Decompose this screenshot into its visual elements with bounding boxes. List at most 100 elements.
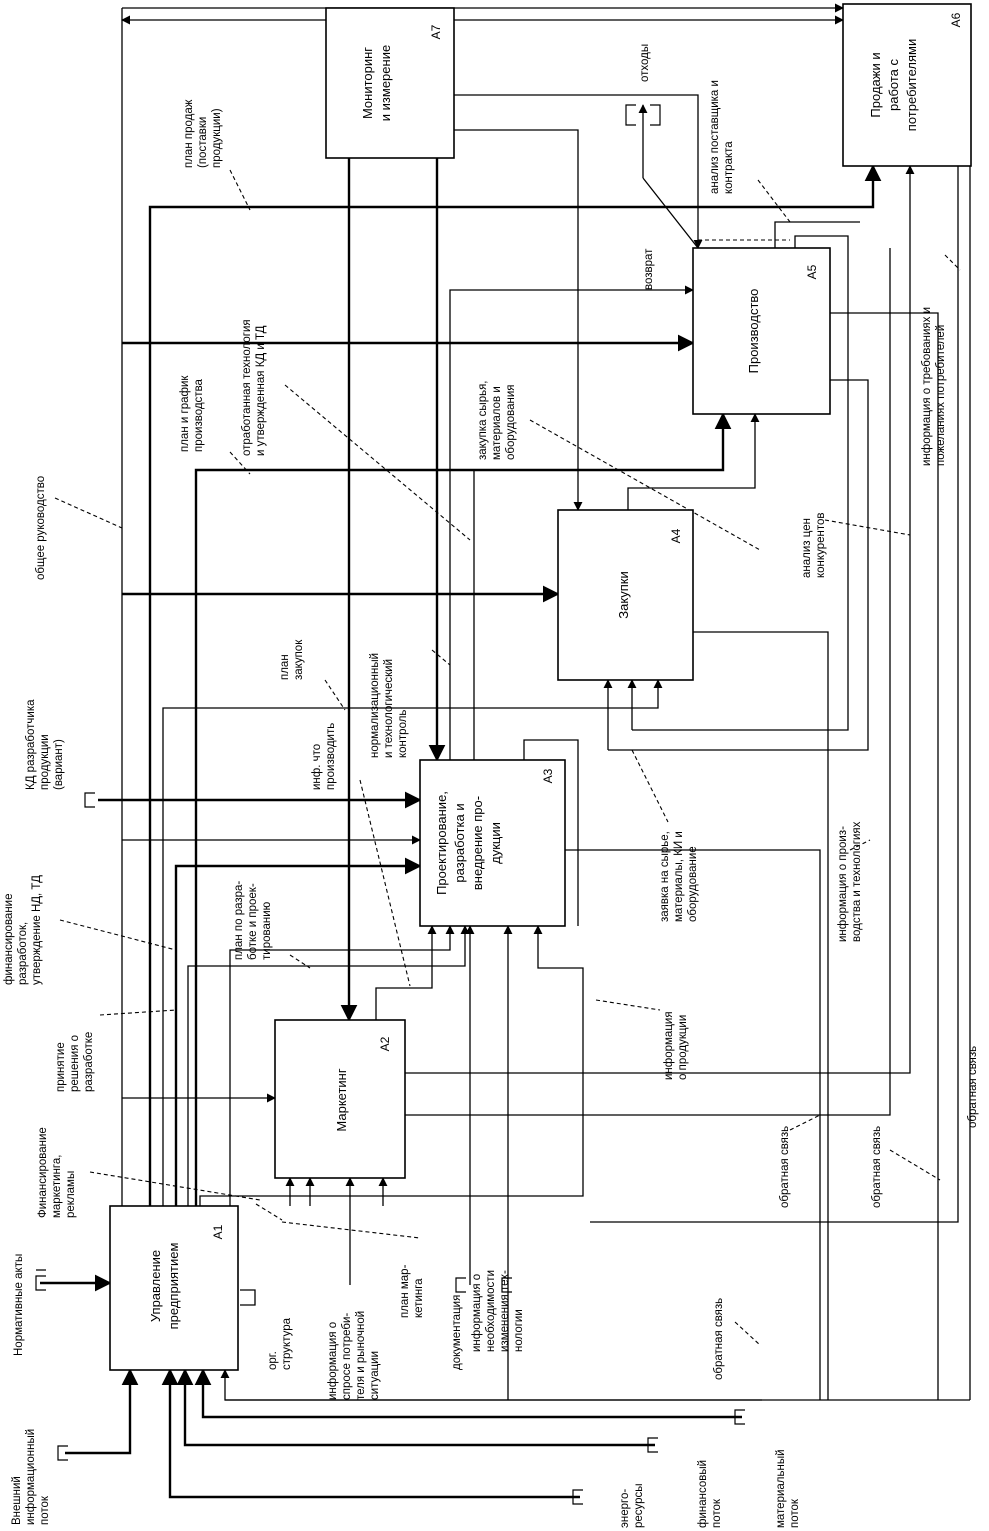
svg-text:орг.: орг. [267, 1351, 279, 1370]
svg-text:тированию: тированию [261, 901, 273, 960]
label-org-structure: орг. структура [267, 1317, 293, 1370]
svg-text:обратная связь: обратная связь [779, 1126, 791, 1208]
label-waste: отходы [639, 44, 651, 82]
box-a6[interactable]: Продажи и работа с потребителями A6 [842, 3, 972, 167]
box-a5-id: A5 [805, 264, 819, 279]
svg-text:план мар-: план мар- [399, 1264, 411, 1318]
svg-text:поток: поток [789, 1498, 801, 1528]
box-a3-title-3: внедрение про- [470, 796, 485, 890]
svg-text:информация о требованиях и: информация о требованиях и [921, 307, 933, 466]
label-competitor-prices: анализ цен конкурентов [801, 513, 827, 578]
box-a3-title: Проектирование, [434, 791, 449, 895]
box-a1-title: Управление [148, 1250, 163, 1322]
svg-text:и утвержденная КД и ТД: и утвержденная КД и ТД [255, 325, 267, 456]
svg-text:продукции): продукции) [211, 108, 223, 168]
svg-text:финансирование: финансирование [3, 894, 15, 986]
svg-text:информация о: информация о [327, 1322, 339, 1400]
label-raw-request: заявка на сырье, материалы, КИ и оборудо… [659, 831, 699, 922]
svg-text:конкурентов: конкурентов [815, 513, 827, 578]
box-a3[interactable]: Проектирование, разработка и внедрение п… [419, 759, 566, 927]
label-what-produce: инф. что производить [311, 723, 337, 790]
svg-text:водства и технологиях: водства и технологиях [851, 821, 863, 942]
svg-text:принятие: принятие [55, 1042, 67, 1092]
box-a5-title: Производство [746, 289, 761, 374]
svg-text:материалов и: материалов и [491, 386, 503, 460]
svg-text:нологии: нологии [513, 1309, 525, 1352]
svg-text:заявка на сырье,: заявка на сырье, [659, 831, 671, 922]
box-a1-title-2: предприятием [166, 1243, 181, 1330]
label-financial: финансовый поток [697, 1460, 723, 1528]
svg-text:и технологический: и технологический [383, 659, 395, 758]
svg-text:(поставки: (поставки [197, 117, 209, 168]
svg-text:информация о произ-: информация о произ- [837, 826, 849, 942]
svg-text:информация о: информация о [471, 1274, 483, 1352]
label-sales-plan: план продаж (поставки продукции) [183, 99, 223, 168]
svg-text:материалы, КИ и: материалы, КИ и [673, 831, 685, 922]
box-a4[interactable]: Закупки A4 [557, 509, 694, 681]
box-a1-id: A1 [211, 1224, 225, 1239]
label-raw-purchase: закупка сырья, материалов и оборудования [477, 380, 517, 460]
svg-text:разработке: разработке [83, 1032, 95, 1092]
svg-text:обратная связь: обратная связь [871, 1126, 883, 1208]
svg-text:закупка сырья,: закупка сырья, [477, 380, 489, 460]
svg-text:энерго-: энерго- [619, 1489, 631, 1528]
box-a6-id: A6 [949, 12, 963, 27]
svg-text:теля и рыночной: теля и рыночной [355, 1311, 367, 1400]
svg-text:производить: производить [325, 723, 337, 790]
svg-text:(вариант): (вариант) [53, 739, 65, 790]
label-demand-info: информация о спросе потреби- теля и рыно… [327, 1311, 381, 1400]
label-product-info: информация о продукции [663, 1011, 689, 1080]
leader-lines [54, 169, 961, 1346]
label-feedback-2: обратная связь [779, 1126, 791, 1208]
label-marketing-plan: план мар- кетинга [399, 1264, 425, 1318]
svg-text:решения о: решения о [69, 1035, 81, 1092]
tunnel-brackets [35, 104, 745, 1505]
svg-text:инф. что: инф. что [311, 744, 323, 790]
svg-text:маркетинга,: маркетинга, [51, 1155, 63, 1218]
label-prod-tech-info: информация о произ- водства и технология… [837, 821, 863, 942]
svg-text:ресурсы: ресурсы [633, 1483, 645, 1528]
svg-text:общее руководство: общее руководство [35, 476, 47, 580]
svg-text:о продукции: о продукции [677, 1015, 689, 1080]
box-a3-title-2: разработка и [452, 803, 467, 882]
svg-text:анализ цен: анализ цен [801, 518, 813, 578]
svg-text:отходы: отходы [639, 44, 651, 82]
svg-text:кетинга: кетинга [413, 1278, 425, 1318]
label-prod-schedule: план и график производства [179, 375, 205, 452]
svg-text:поток: поток [711, 1498, 723, 1528]
label-customer-wishes: информация о требованиях и пожеланиях по… [921, 307, 947, 466]
svg-text:контроль: контроль [397, 710, 409, 758]
svg-text:анализ поставщика и: анализ поставщика и [709, 80, 721, 194]
label-dev-plan: план по разра- ботке и проек- тированию [233, 881, 273, 960]
box-a3-title-4: дукции [488, 822, 503, 864]
svg-text:ситуации: ситуации [369, 1351, 381, 1400]
svg-text:продукции: продукции [39, 734, 51, 790]
box-a5[interactable]: Производство A5 [692, 247, 831, 415]
svg-text:информация: информация [663, 1011, 675, 1080]
box-a3-id: A3 [541, 768, 555, 783]
box-a2[interactable]: Маркетинг A2 [274, 1019, 406, 1179]
svg-text:финансовый: финансовый [697, 1460, 709, 1528]
svg-text:материальный: материальный [775, 1449, 787, 1528]
svg-text:обратная связь: обратная связь [713, 1298, 725, 1380]
box-a7[interactable]: Мониторинг и измерение A7 [325, 7, 455, 159]
box-a6-title-3: потребителями [904, 39, 919, 131]
svg-text:план и график: план и график [179, 375, 191, 452]
svg-text:разработок,: разработок, [17, 922, 29, 985]
label-purchase-plan: план закупок [279, 639, 305, 680]
svg-text:КД разработчика: КД разработчика [25, 699, 37, 790]
label-feedback-3: обратная связь [871, 1126, 883, 1208]
svg-text:оборудования: оборудования [505, 385, 517, 461]
box-a6-title: Продажи и [868, 52, 883, 117]
label-fin-marketing: Финансирование маркетинга, рекламы [37, 1127, 77, 1218]
flow-labels: Внешний информационный поток Нормативные… [3, 44, 979, 1528]
svg-text:информационный: информационный [25, 1429, 37, 1525]
box-a1[interactable]: Управление предприятием A1 [109, 1205, 239, 1371]
svg-text:контракта: контракта [723, 141, 735, 194]
label-feedback-4: обратная связь [967, 1046, 979, 1128]
box-a4-title: Закупки [616, 571, 631, 618]
label-energy: энерго- ресурсы [619, 1483, 645, 1528]
box-a2-title: Маркетинг [334, 1068, 349, 1131]
